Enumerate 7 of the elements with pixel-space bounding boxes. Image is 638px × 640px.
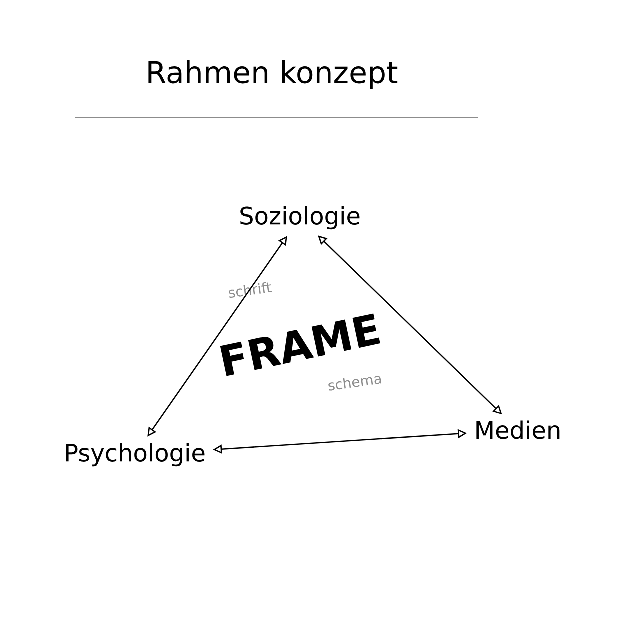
topic-label: Medien bbox=[476, 420, 560, 440]
annotation: schrift bbox=[229, 282, 272, 298]
title: Rahmen konzept bbox=[148, 60, 398, 90]
topic-label: Psychologie bbox=[66, 443, 205, 467]
topic-label: Soziologie bbox=[240, 206, 360, 230]
frame-word: FRAME bbox=[220, 314, 380, 376]
annotation: schema bbox=[328, 376, 382, 391]
